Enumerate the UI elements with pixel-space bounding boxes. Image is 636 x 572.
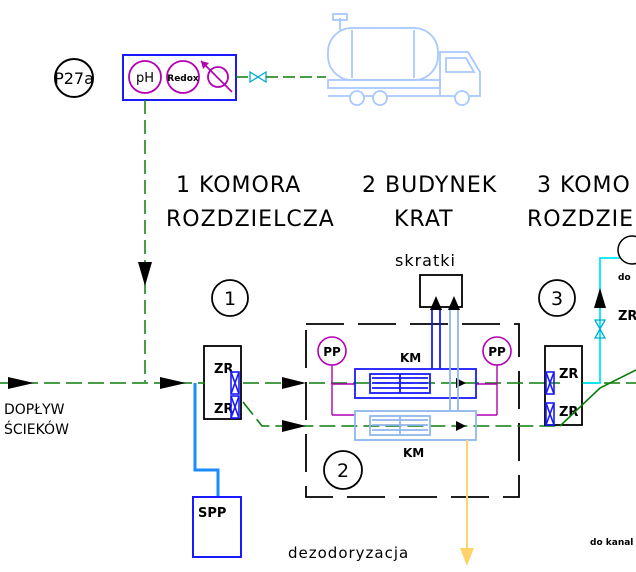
km-screen-upper [354,368,477,399]
chamber-1-number: 1 [224,288,236,310]
redox-sensor-circle [166,60,200,94]
dosing-arrowhead [201,61,209,69]
inflow-label-line1: DOPŁYW [4,402,65,418]
dezodoryzacja-label: dezodoryzacja [288,544,409,562]
dosing-diagonal [200,60,233,93]
main-inflow-line [0,377,205,389]
komora3-title-line2: ROZDZIE [527,207,634,232]
building-2-number: 2 [337,460,349,482]
zr-label-1b: ZR [214,402,233,417]
upper-inlet-arrow-icon [282,377,306,389]
skratki-label: skratki [395,251,456,270]
deodorization-arrow-icon [460,548,474,566]
inflow-arrow-icon-2 [160,377,186,389]
redox-label: Redox [167,74,199,84]
p27a-label: P27a [54,69,94,88]
spp-pipe [193,383,220,498]
pp-pump-right [476,336,512,416]
chamber-1-marker [211,279,249,317]
gate-icon-3b [545,402,555,426]
gate-icon-3a [545,371,555,395]
budynek-title-line2: KRAT [394,207,454,232]
ph-label: pH [136,71,154,86]
pp-label-left: PP [323,345,341,359]
lower-screen-arrow-icon [456,421,466,431]
zr-label-1a: ZR [214,362,233,377]
ph-sensor-circle [128,60,162,94]
spp-label: SPP [198,506,226,521]
skratki-container [419,274,463,308]
zr-label-bypass: ZR [618,309,636,324]
komora1-title-line1: 1 KOMORA [176,173,301,198]
building-2-outline [305,323,520,498]
bypass-valve-icon [593,319,607,339]
inflow-label-line2: ŚCIEKÓW [4,420,69,438]
p27a-circle [54,58,94,98]
dosing-sensor-circle [207,66,229,88]
budynek-title-line1: 2 BUDYNEK [362,173,497,198]
inflow-arrow-icon [8,377,34,389]
lower-inlet-arrow-icon [282,420,306,432]
valve-icon [236,70,326,84]
bypass-arrow-icon [594,288,606,308]
do-marker-circle [617,235,636,265]
komora3-title-line1: 3 KOMO [537,173,631,198]
chamber-3-marker [538,279,576,317]
spp-box [192,496,242,558]
zr-label-3a: ZR [559,367,578,382]
tanker-truck-icon [327,13,481,106]
zr-label-3b: ZR [559,405,578,420]
do-kanal-label: do kanal [590,538,633,548]
analyzer-group: P27a pH Redox [54,54,237,101]
pp-label-right: PP [488,345,506,359]
chamber-3-box [544,345,583,426]
chamber-3-number: 3 [551,288,563,310]
analyzer-signal-line [138,100,152,382]
gate-icon-1a [230,371,240,395]
screenings-conveyor-upper [430,296,442,369]
km-label-lower: KM [403,446,424,460]
outlet-line-lower [559,369,636,427]
gate-icon-1b [230,395,240,419]
do-label: do [618,273,631,283]
km-screen-lower [354,410,477,441]
km-label-upper: KM [400,351,421,365]
komora1-title-line2: ROZDZIELCZA [166,207,335,232]
screenings-conveyor-lower [448,296,460,411]
down-arrow-icon [138,262,152,286]
building-2-marker [323,450,363,490]
pp-pump-left [317,336,355,416]
